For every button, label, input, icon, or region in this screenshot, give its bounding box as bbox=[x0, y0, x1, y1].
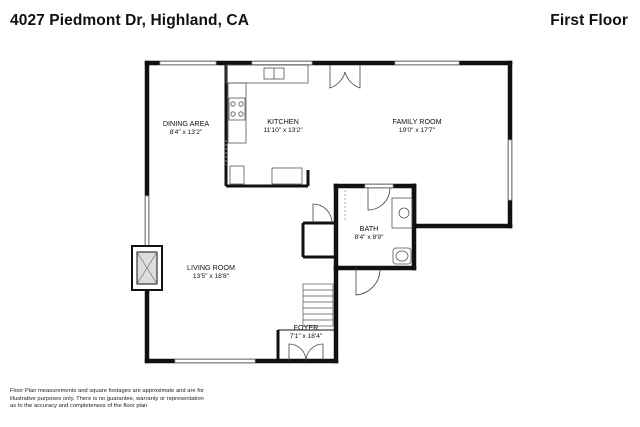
kitchen-counter-left bbox=[227, 82, 247, 144]
family-window-right bbox=[508, 139, 512, 201]
dining-dims: 8'4" x 13'2" bbox=[170, 129, 203, 136]
dining-name: DINING AREA bbox=[163, 119, 210, 128]
bath-window bbox=[364, 184, 394, 188]
french-door-right bbox=[344, 65, 361, 89]
kitchen-fixtures bbox=[225, 64, 309, 185]
kitchen-dims: 11'10" x 13'2" bbox=[263, 127, 303, 134]
kitchen-name: KITCHEN bbox=[267, 117, 299, 126]
toilet-bowl bbox=[395, 250, 409, 262]
family-dims: 19'0" x 17'7" bbox=[399, 127, 436, 134]
disclaimer-line-2: illustrative purposes only. There is no … bbox=[10, 395, 204, 402]
closet-door bbox=[312, 203, 333, 224]
property-address: 4027 Piedmont Dr, Highland, CA bbox=[10, 12, 249, 29]
living-dims: 13'5" x 18'8" bbox=[193, 273, 230, 280]
kitchen-counter-lower bbox=[229, 165, 245, 185]
hall-door bbox=[355, 268, 381, 296]
family-window-top bbox=[394, 61, 460, 65]
burner-1 bbox=[230, 101, 236, 107]
foyer-door-right bbox=[305, 343, 324, 362]
fireplace bbox=[131, 245, 163, 291]
family-name: FAMILY ROOM bbox=[392, 117, 441, 126]
kitchen-window bbox=[251, 61, 313, 65]
foyer-dims: 7'1" x 18'4" bbox=[290, 333, 323, 340]
foyer-door-left bbox=[288, 343, 307, 362]
bath-vanity bbox=[391, 197, 413, 229]
kitchen-stove bbox=[228, 97, 246, 121]
kitchen-counter-top bbox=[225, 64, 309, 84]
bath-dims: 8'4" x 8'9" bbox=[355, 234, 384, 241]
interior-walls bbox=[224, 63, 336, 361]
disclaimer-line-3: as to the accuracy and completeness of t… bbox=[10, 403, 148, 410]
living-window-left bbox=[145, 195, 149, 247]
dining-window bbox=[159, 61, 217, 65]
burner-4 bbox=[238, 111, 244, 117]
bath-name: BATH bbox=[360, 224, 379, 233]
french-door-left bbox=[329, 65, 346, 89]
doors bbox=[225, 65, 391, 362]
disclaimer-line-1: Floor Plan measurements and square foota… bbox=[10, 388, 204, 394]
living-window-bottom bbox=[174, 359, 256, 363]
kitchen-fridge bbox=[271, 167, 303, 185]
floor-label: First Floor bbox=[550, 12, 628, 29]
living-name: LIVING ROOM bbox=[187, 263, 235, 272]
stairs-outline bbox=[302, 283, 334, 327]
bath-sink bbox=[398, 207, 410, 219]
foyer-name: FOYER bbox=[294, 323, 319, 332]
bath-fixtures bbox=[391, 197, 413, 265]
toilet bbox=[392, 247, 412, 265]
disclaimer-text: Floor Plan measurements and square foota… bbox=[10, 388, 240, 411]
stairs bbox=[302, 283, 334, 327]
windows bbox=[145, 61, 512, 363]
fireplace-hatch bbox=[136, 251, 158, 285]
burner-3 bbox=[230, 111, 236, 117]
bath-door bbox=[367, 187, 391, 211]
burner-2 bbox=[238, 101, 244, 107]
